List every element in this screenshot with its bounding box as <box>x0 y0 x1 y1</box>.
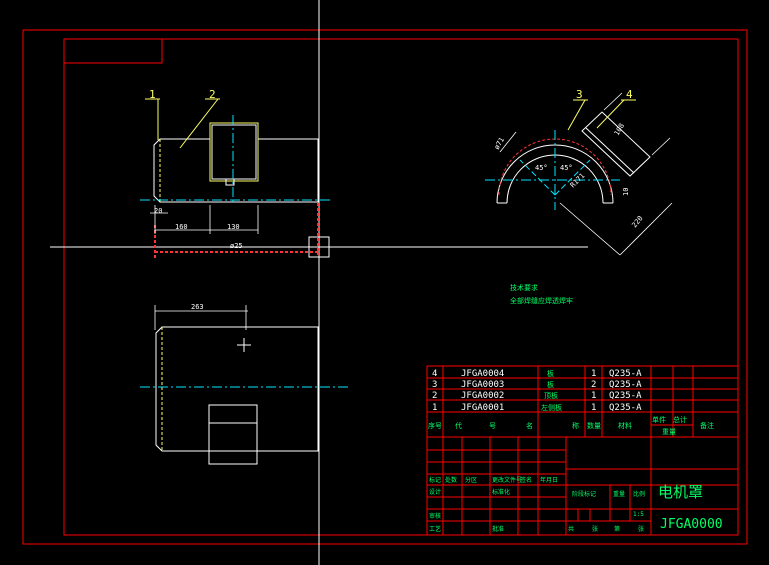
top-plate-box <box>209 122 259 182</box>
svg-text:Q235-A: Q235-A <box>609 380 642 390</box>
top-view-plate <box>208 404 258 465</box>
svg-text:标记: 标记 <box>429 476 441 484</box>
svg-text:顶板: 顶板 <box>544 391 558 400</box>
svg-text:称: 称 <box>572 421 579 430</box>
svg-text:共: 共 <box>568 525 574 533</box>
svg-text:2: 2 <box>432 391 437 401</box>
svg-text:JFGA0001: JFGA0001 <box>461 403 504 413</box>
balloon-1: 1 <box>149 88 156 101</box>
dim-263: 263 <box>191 303 204 311</box>
signature-labels: 标记 处数 分区 更改文件号 签名 年月日 设计 标准化 审核 工艺 批准 阶段… <box>429 476 645 533</box>
svg-text:Q235-A: Q235-A <box>609 391 642 401</box>
svg-text:分区: 分区 <box>465 476 477 484</box>
svg-text:JFGA0003: JFGA0003 <box>461 380 504 390</box>
svg-text:工艺: 工艺 <box>429 525 441 533</box>
svg-text:重量: 重量 <box>613 490 625 498</box>
svg-text:3: 3 <box>432 380 437 390</box>
svg-text:板: 板 <box>547 369 554 378</box>
svg-text:左侧板: 左侧板 <box>541 403 562 412</box>
dim-220: 220 <box>630 214 644 229</box>
bom-row: 4 JFGA0004 板 1 Q235-A <box>432 369 642 379</box>
svg-text:年月日: 年月日 <box>540 476 558 484</box>
top-view <box>140 305 350 465</box>
side-view <box>485 92 673 256</box>
balloon-3: 3 <box>576 88 583 101</box>
svg-text:Q235-A: Q235-A <box>609 403 642 413</box>
svg-text:签名: 签名 <box>520 476 532 484</box>
drawing-code: JFGA0000 <box>660 517 723 532</box>
tech-notes-heading: 技术要求 <box>510 283 538 292</box>
dim-20: 20 <box>154 207 162 215</box>
svg-text:标准化: 标准化 <box>492 488 510 496</box>
svg-text:号: 号 <box>489 422 496 430</box>
bom-row: 2 JFGA0002 顶板 1 Q235-A <box>432 391 642 401</box>
top-plate-inner <box>211 124 257 180</box>
code-box <box>63 38 163 64</box>
outer-frame <box>22 29 748 545</box>
svg-text:单件: 单件 <box>652 415 666 424</box>
svg-text:1: 1 <box>591 391 596 401</box>
front-view <box>140 98 330 258</box>
angle-45-left: 45° <box>535 164 548 172</box>
bom-row: 1 JFGA0001 左侧板 1 Q235-A <box>432 403 642 413</box>
svg-text:4: 4 <box>432 369 437 379</box>
svg-text:1: 1 <box>591 369 596 379</box>
angle-45-right: 45° <box>560 164 573 172</box>
svg-text:JFGA0004: JFGA0004 <box>461 369 504 379</box>
top-plate-slot <box>212 178 256 186</box>
svg-text:重量: 重量 <box>662 428 676 436</box>
side-plate <box>581 111 651 177</box>
top-body-outline <box>155 326 319 452</box>
svg-text:代: 代 <box>455 421 462 430</box>
svg-text:Q235-A: Q235-A <box>609 369 642 379</box>
svg-text:序号: 序号 <box>428 421 442 430</box>
svg-text:JFGA0002: JFGA0002 <box>461 391 504 401</box>
svg-text:更改文件号: 更改文件号 <box>492 476 522 484</box>
tech-notes-line1: 全部焊缝应焊透焊牢 <box>510 296 573 305</box>
svg-text:1: 1 <box>591 403 596 413</box>
inner-frame <box>63 38 739 536</box>
arc-outer <box>496 144 614 204</box>
balloon-2: 2 <box>209 88 216 101</box>
bom-row: 3 JFGA0003 板 2 Q235-A <box>432 380 642 390</box>
svg-text:设计: 设计 <box>429 488 441 496</box>
svg-text:比例: 比例 <box>633 490 645 498</box>
svg-text:1: 1 <box>432 403 437 413</box>
svg-text:批准: 批准 <box>492 525 504 533</box>
svg-text:张: 张 <box>638 525 644 533</box>
dim-phi2: ø71 <box>493 136 506 151</box>
svg-text:材料: 材料 <box>618 421 632 430</box>
svg-text:名: 名 <box>526 421 533 430</box>
svg-text:总计: 总计 <box>673 415 687 424</box>
title-block <box>426 365 739 536</box>
balloon-4: 4 <box>626 88 633 101</box>
dim-10: 10 <box>622 188 630 196</box>
svg-text:1:5: 1:5 <box>633 511 644 518</box>
dim-phi: ø25 <box>230 242 243 250</box>
svg-text:板: 板 <box>547 380 554 389</box>
drawing-title: 电机罩 <box>658 483 703 501</box>
svg-text:阶段标记: 阶段标记 <box>572 490 596 498</box>
svg-text:备注: 备注 <box>700 421 714 430</box>
crosshair-pickbox <box>308 236 330 258</box>
svg-text:处数: 处数 <box>445 476 457 484</box>
bom-table: 4 JFGA0004 板 1 Q235-A 3 JFGA0003 板 2 Q23… <box>432 369 642 413</box>
dim-130: 130 <box>227 223 240 231</box>
dim-radius: R171 <box>569 172 587 190</box>
svg-text:审核: 审核 <box>429 512 441 520</box>
svg-text:张: 张 <box>592 525 598 533</box>
svg-text:2: 2 <box>591 380 596 390</box>
svg-text:第: 第 <box>614 525 620 533</box>
front-body-outline <box>153 122 319 203</box>
dim-160: 160 <box>175 223 188 231</box>
svg-text:数量: 数量 <box>587 421 601 430</box>
bom-header: 序号 代 号 名 称 数量 材料 单件 总计 重量 备注 <box>428 415 714 436</box>
